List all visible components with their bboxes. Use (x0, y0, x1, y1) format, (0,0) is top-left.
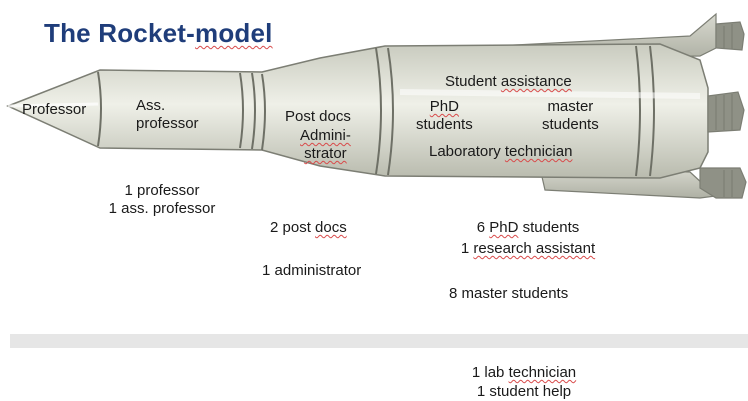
label-post-docs: Post docs (285, 108, 351, 125)
rocket-middle-nozzle (707, 91, 745, 133)
label-professor: Professor (22, 101, 87, 118)
count-administrator: 1 administrator (262, 262, 362, 279)
rocket-body (6, 43, 709, 179)
label-administrator: Admini-strator (300, 127, 351, 162)
separator-bar (10, 334, 748, 348)
count-master-students: 8 master students (449, 285, 569, 302)
count-research-assistant: 1 research assistant (460, 240, 596, 257)
label-laboratory-technician: Laboratory technician (429, 143, 573, 160)
rocket-segment-rings (97, 45, 655, 177)
count-lab-technician: 1 lab technician (471, 364, 577, 381)
label-ass-professor: Ass.professor (136, 97, 199, 132)
label-student-assistance: Student assistance (445, 73, 572, 90)
count-phd-students: 6 PhD students (476, 219, 580, 236)
diagram-title: The Rocket-model (44, 18, 273, 48)
count-student-help: 1 student help (476, 383, 572, 400)
count-post-docs: 2 post docs (270, 219, 347, 236)
